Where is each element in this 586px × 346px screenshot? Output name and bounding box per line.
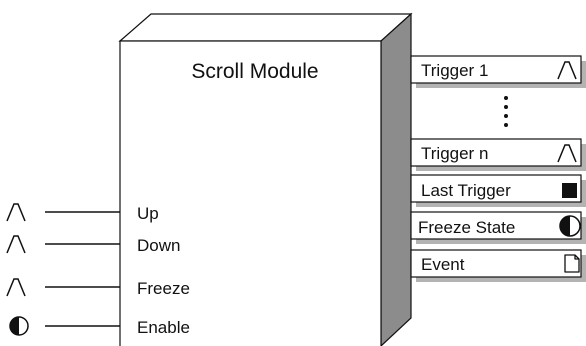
ellipsis-icon — [504, 96, 508, 127]
output-label-freeze-state: Freeze State — [418, 218, 515, 237]
output-label-last-trigger: Last Trigger — [421, 181, 511, 200]
input-connectors — [45, 211, 120, 327]
document-icon — [564, 254, 580, 273]
module-title: Scroll Module — [191, 60, 318, 83]
module-box — [118, 12, 413, 346]
output-label-event: Event — [421, 255, 465, 274]
half-circle-icon — [9, 316, 29, 336]
output-register-trigger-1: Trigger 1 — [410, 55, 586, 88]
module-box-front-face — [119, 40, 382, 346]
filled-square-icon — [562, 183, 577, 198]
pulse-icon — [557, 144, 577, 163]
input-label-up: Up — [137, 204, 159, 223]
input-label-enable: Enable — [137, 318, 190, 337]
output-register-trigger-n: Trigger n — [410, 138, 586, 171]
module-box-top-face — [118, 13, 413, 42]
output-register-freeze-state: Freeze State — [410, 211, 586, 244]
pulse-icon — [6, 278, 26, 297]
output-label-trigger-n: Trigger n — [421, 144, 488, 163]
output-register-last-trigger: Last Trigger — [410, 174, 586, 207]
pulse-icon — [6, 203, 26, 222]
pulse-icon — [557, 61, 577, 80]
output-label-trigger-1: Trigger 1 — [421, 61, 488, 80]
output-register-event: Event — [410, 249, 586, 282]
pulse-icon — [6, 235, 26, 254]
module-box-side-face — [380, 12, 412, 346]
input-label-freeze: Freeze — [137, 279, 190, 298]
half-circle-icon — [559, 215, 581, 237]
input-label-down: Down — [137, 236, 180, 255]
